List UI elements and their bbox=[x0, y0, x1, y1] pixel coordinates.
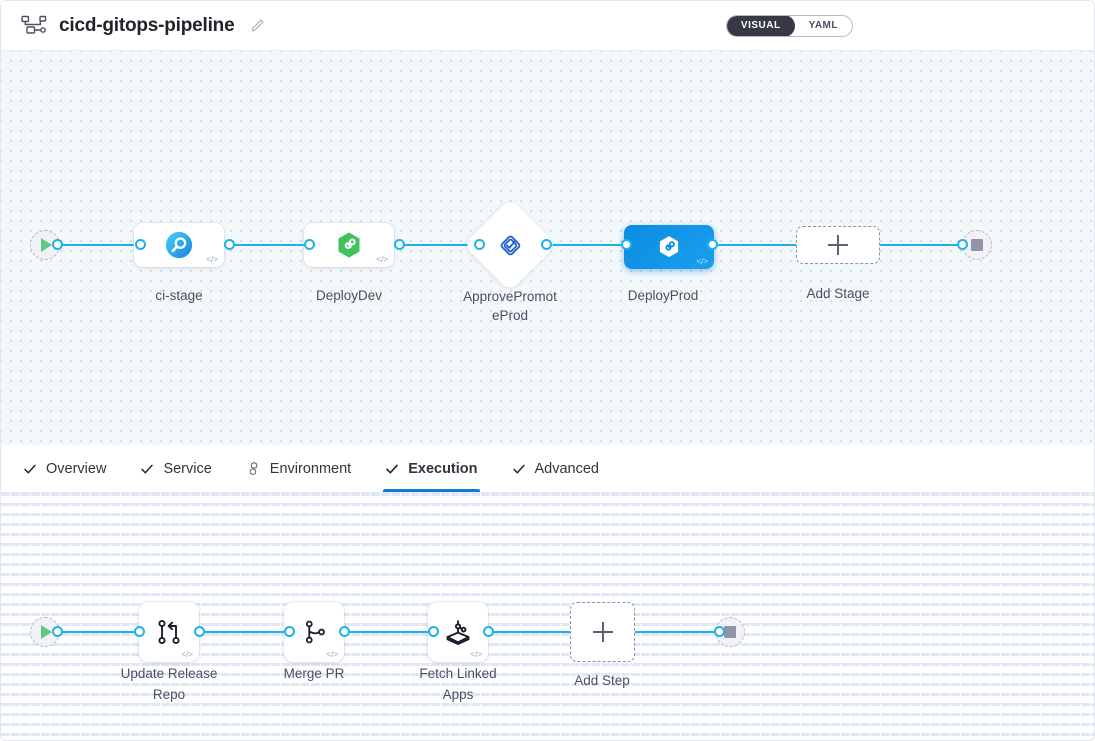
fetch-linked-apps-icon bbox=[440, 614, 476, 650]
stage-node-deploy-dev[interactable]: </> bbox=[304, 223, 394, 267]
code-badge-icon[interactable]: </> bbox=[326, 650, 338, 659]
step-label-line-1: Update Release bbox=[120, 666, 218, 681]
ci-build-icon bbox=[164, 230, 194, 260]
view-mode-toggle[interactable]: VISUAL YAML bbox=[725, 15, 853, 37]
pipeline-header: cicd-gitops-pipeline VISUAL YAML bbox=[1, 1, 1094, 51]
tab-execution[interactable]: Execution bbox=[383, 445, 480, 492]
step-node-update-release-repo[interactable]: </> bbox=[139, 602, 199, 662]
check-icon bbox=[385, 462, 399, 476]
step-port-fetch-in[interactable] bbox=[428, 626, 439, 637]
stage-label-approve-promote-prod: ApprovePromot eProd bbox=[450, 287, 570, 325]
step-label-line-2: Apps bbox=[442, 687, 474, 702]
stage-connector-5 bbox=[710, 244, 800, 246]
stage-port-approve-in[interactable] bbox=[474, 239, 485, 250]
approval-diamond-icon bbox=[495, 230, 525, 260]
step-label-fetch-linked-apps: Fetch Linked Apps bbox=[393, 663, 523, 705]
code-badge-icon[interactable]: </> bbox=[206, 255, 218, 264]
stage-port-dev-out[interactable] bbox=[394, 239, 405, 250]
stage-port-dev-in[interactable] bbox=[304, 239, 315, 250]
tab-label-environment: Environment bbox=[269, 460, 352, 477]
gitops-hexagon-white-icon bbox=[655, 233, 683, 261]
code-badge-icon[interactable]: </> bbox=[696, 257, 708, 266]
plus-icon bbox=[592, 622, 613, 642]
add-step-button[interactable] bbox=[570, 602, 635, 662]
gitops-hexagon-green-icon bbox=[334, 230, 364, 260]
step-label-line-1: Fetch Linked bbox=[419, 666, 497, 681]
step-port-end[interactable] bbox=[714, 626, 725, 637]
stage-port-prod-out[interactable] bbox=[707, 239, 718, 250]
stage-label-deploy-prod: DeployProd bbox=[627, 288, 699, 303]
add-stage-button[interactable] bbox=[796, 226, 880, 264]
pipeline-header-left: cicd-gitops-pipeline bbox=[21, 15, 265, 37]
stage-graph-canvas[interactable]: </> ci-stage </> DeployDev bbox=[1, 51, 1094, 445]
step-connector-3 bbox=[343, 631, 433, 633]
stop-icon bbox=[971, 239, 983, 251]
stage-connector-1 bbox=[57, 244, 147, 246]
stage-node-approve-promote-prod[interactable] bbox=[463, 198, 557, 292]
stage-port-start[interactable] bbox=[52, 239, 63, 250]
step-port-start[interactable] bbox=[52, 626, 63, 637]
stage-connector-4 bbox=[544, 244, 628, 246]
check-icon bbox=[512, 462, 526, 476]
stage-config-tabs: Overview Service Environment Execution bbox=[1, 445, 1094, 493]
step-label-update-release-repo: Update Release Repo bbox=[104, 663, 234, 705]
stage-port-approve-out[interactable] bbox=[541, 239, 552, 250]
play-icon bbox=[41, 625, 52, 639]
stage-port-ci-in[interactable] bbox=[135, 239, 146, 250]
code-badge-icon[interactable]: </> bbox=[181, 650, 193, 659]
git-update-release-repo-icon bbox=[151, 614, 187, 650]
stage-node-ci-stage[interactable]: </> bbox=[134, 223, 224, 267]
add-stage-label: Add Stage bbox=[806, 286, 870, 301]
stage-node-deploy-prod[interactable]: </> bbox=[624, 225, 714, 269]
step-connector-5 bbox=[634, 631, 726, 633]
toggle-option-yaml[interactable]: YAML bbox=[808, 20, 838, 31]
stage-connector-3 bbox=[397, 244, 477, 246]
tab-label-advanced: Advanced bbox=[534, 460, 600, 477]
tab-advanced[interactable]: Advanced bbox=[512, 445, 600, 492]
plus-icon bbox=[828, 235, 848, 255]
stage-port-ci-out[interactable] bbox=[224, 239, 235, 250]
step-port-fetch-out[interactable] bbox=[483, 626, 494, 637]
code-badge-icon[interactable]: </> bbox=[376, 255, 388, 264]
execution-steps-canvas[interactable]: </> Update Release Repo </> Merge PR bbox=[1, 493, 1094, 740]
tab-label-overview: Overview bbox=[46, 460, 107, 477]
stage-port-end[interactable] bbox=[957, 239, 968, 250]
toggle-option-visual[interactable]: VISUAL bbox=[726, 16, 795, 36]
infrastructure-icon bbox=[246, 461, 261, 476]
step-connector-2 bbox=[199, 631, 289, 633]
step-port-merge-in[interactable] bbox=[284, 626, 295, 637]
step-label-line-2: Repo bbox=[152, 687, 186, 702]
stop-icon bbox=[724, 626, 736, 638]
stage-connector-6 bbox=[877, 244, 973, 246]
stage-connector-2 bbox=[227, 244, 322, 246]
stage-label-deploy-dev: DeployDev bbox=[315, 288, 383, 303]
pipeline-nodes-icon bbox=[21, 15, 47, 37]
stage-label-line-2: eProd bbox=[491, 308, 529, 323]
step-connector-1 bbox=[57, 631, 145, 633]
step-port-update-in[interactable] bbox=[134, 626, 145, 637]
tab-overview[interactable]: Overview bbox=[23, 445, 106, 492]
page-title: cicd-gitops-pipeline bbox=[59, 14, 235, 36]
step-connector-4 bbox=[488, 631, 570, 633]
tab-service[interactable]: Service bbox=[140, 445, 212, 492]
tab-label-service: Service bbox=[163, 460, 212, 477]
add-step-label: Add Step bbox=[574, 673, 630, 688]
step-port-merge-out[interactable] bbox=[339, 626, 350, 637]
stage-label-line-1: ApprovePromot bbox=[463, 289, 557, 304]
git-merge-pr-icon bbox=[297, 615, 331, 649]
step-port-update-out[interactable] bbox=[194, 626, 205, 637]
step-label-merge-pr: Merge PR bbox=[283, 666, 345, 681]
tab-environment[interactable]: Environment bbox=[246, 445, 351, 492]
check-icon bbox=[23, 462, 37, 476]
stage-port-prod-in[interactable] bbox=[621, 239, 632, 250]
code-badge-icon[interactable]: </> bbox=[470, 650, 482, 659]
play-icon bbox=[41, 238, 52, 252]
check-icon bbox=[140, 462, 154, 476]
tab-label-execution: Execution bbox=[408, 460, 478, 477]
pencil-edit-icon[interactable] bbox=[250, 18, 265, 33]
stage-label-ci-stage: ci-stage bbox=[155, 288, 203, 303]
